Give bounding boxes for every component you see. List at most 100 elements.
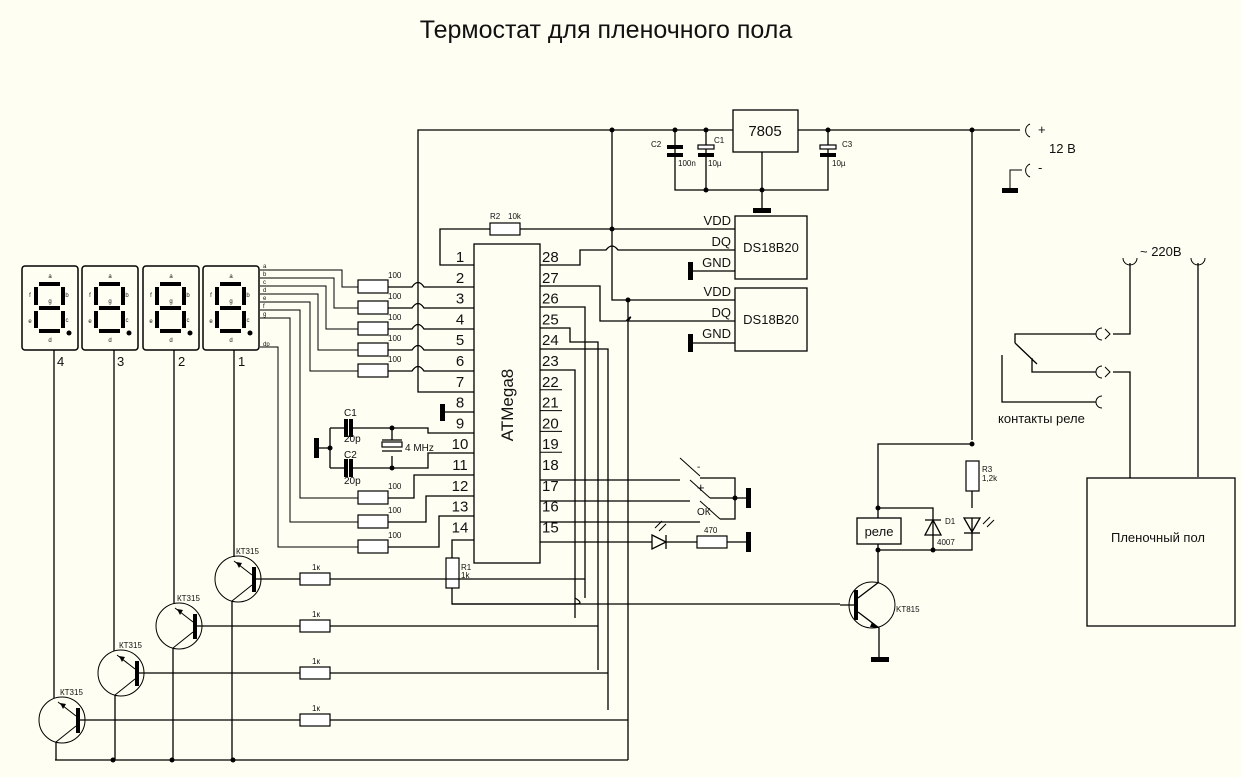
sensor-2-pin-vdd: VDD (704, 284, 731, 299)
crystal-c1-name: C1 (344, 408, 357, 419)
mcu-pin-6: 6 (456, 353, 464, 370)
segment-label-f: f (210, 293, 212, 299)
digit-number: 1 (238, 354, 245, 369)
sensor-1-pin-dq: DQ (712, 234, 732, 249)
sensor-2-pin-dq: DQ (712, 305, 732, 320)
r1-value: 1k (461, 571, 470, 580)
mcu-pin-17: 17 (542, 478, 559, 495)
mcu-pin-1: 1 (456, 249, 464, 266)
relay-coil (856, 517, 902, 545)
segment-label-e: e (28, 319, 32, 325)
led-resistor-value: 470 (704, 526, 718, 535)
mcu-pin-12: 12 (452, 478, 469, 495)
segment-pin-b: b (263, 272, 267, 278)
segment-label-d: d (169, 338, 172, 344)
segment-label-a: a (108, 274, 112, 280)
segment-pin-c: c (263, 280, 266, 286)
kt315-label: КТ315 (119, 641, 142, 650)
mcu-pin-10: 10 (452, 436, 469, 453)
atmega8-chip (473, 243, 541, 564)
mcu-pin-27: 27 (542, 270, 559, 287)
segment-label-e: e (209, 319, 213, 325)
segment-label-c: c (187, 318, 190, 324)
segment-pin-g: g (263, 312, 266, 318)
mcu-pin-15: 15 (542, 519, 559, 536)
r3-name: R3 (982, 465, 993, 474)
atmega8-label: ATMega8 (498, 369, 517, 441)
crystal-c2-name: C2 (344, 450, 357, 461)
mcu-pin-19: 19 (542, 436, 559, 453)
segment-resistor-value: 100 (388, 313, 402, 322)
mcu-pin-24: 24 (542, 332, 559, 349)
segment-resistor (357, 490, 389, 505)
segment-label-e: e (149, 319, 153, 325)
cap-c3-value: 10µ (832, 159, 846, 168)
segment-label-d: d (229, 338, 232, 344)
segment-label-c: c (66, 318, 69, 324)
segment-wiring (260, 269, 358, 548)
segment-pin-f: f (263, 304, 265, 310)
mcu-pin-18: 18 (542, 457, 559, 474)
relay-label: реле (865, 524, 894, 539)
segment-resistor-value: 100 (388, 334, 402, 343)
diode-name: D1 (945, 517, 956, 526)
cap-c1-name: C1 (714, 136, 725, 145)
segment-resistor (357, 279, 389, 294)
segment-label-c: c (247, 318, 250, 324)
mcu-right-wiring (452, 127, 840, 760)
diode-value: 4007 (937, 538, 955, 547)
segment-label-g: g (229, 299, 232, 305)
segment-label-b: b (65, 293, 69, 299)
sensor-2 (688, 287, 808, 352)
sensor-1-name: DS18B20 (743, 240, 799, 255)
segment-label-a: a (169, 274, 173, 280)
segment-label-g: g (169, 299, 172, 305)
button-plus-label: + (697, 480, 705, 495)
mcu-pin-4: 4 (456, 311, 464, 328)
sensor-2-name: DS18B20 (743, 312, 799, 327)
segment-label-f: f (89, 293, 91, 299)
cap-c2-value: 100n (678, 159, 696, 168)
segment-resistor-value: 100 (388, 531, 402, 540)
segment-resistor (357, 514, 389, 529)
film-floor-label: Пленочный пол (1111, 530, 1205, 545)
segment-label-a: a (229, 274, 233, 280)
mcu-pin-14: 14 (452, 519, 469, 536)
segment-pin-d: d (263, 288, 266, 294)
segment-pin-dp: dp (263, 342, 270, 348)
kt315-transistor: 1к КТ315 (155, 350, 598, 760)
base-resistor-value: 1к (312, 657, 320, 666)
segment-resistor-value: 100 (388, 506, 402, 515)
base-resistor-value: 1к (312, 704, 320, 713)
cap-c3-name: C3 (842, 140, 853, 149)
relay-section (840, 441, 995, 662)
mcu-pin-16: 16 (542, 499, 559, 516)
digit-number: 3 (117, 354, 124, 369)
digit-number: 2 (178, 354, 185, 369)
mcu-pin-7: 7 (456, 374, 464, 391)
mcu-pin-13: 13 (452, 499, 469, 516)
power-minus-label: - (1038, 160, 1042, 175)
kt315-transistor: 1к КТ315 (214, 350, 585, 760)
base-resistor (299, 713, 331, 727)
mains-label: ~ 220В (1140, 244, 1182, 259)
segment-label-b: b (186, 293, 190, 299)
button-ok-label: ОК (697, 507, 711, 518)
segment-label-a: a (48, 274, 52, 280)
sensor-1-pin-vdd: VDD (704, 213, 731, 228)
mcu-pin-3: 3 (456, 291, 464, 308)
button-minus-label: - (697, 462, 700, 473)
kt315-label: КТ315 (236, 547, 259, 556)
sensor-1 (612, 215, 808, 280)
segment-label-g: g (48, 299, 51, 305)
kt315-transistor: 1к КТ315 (97, 350, 608, 760)
segment-resistor (357, 539, 389, 554)
crystal-c1-value: 20p (344, 434, 361, 445)
segment-resistor-value: 100 (388, 355, 402, 364)
sensor-1-pin-gnd: GND (702, 255, 731, 270)
